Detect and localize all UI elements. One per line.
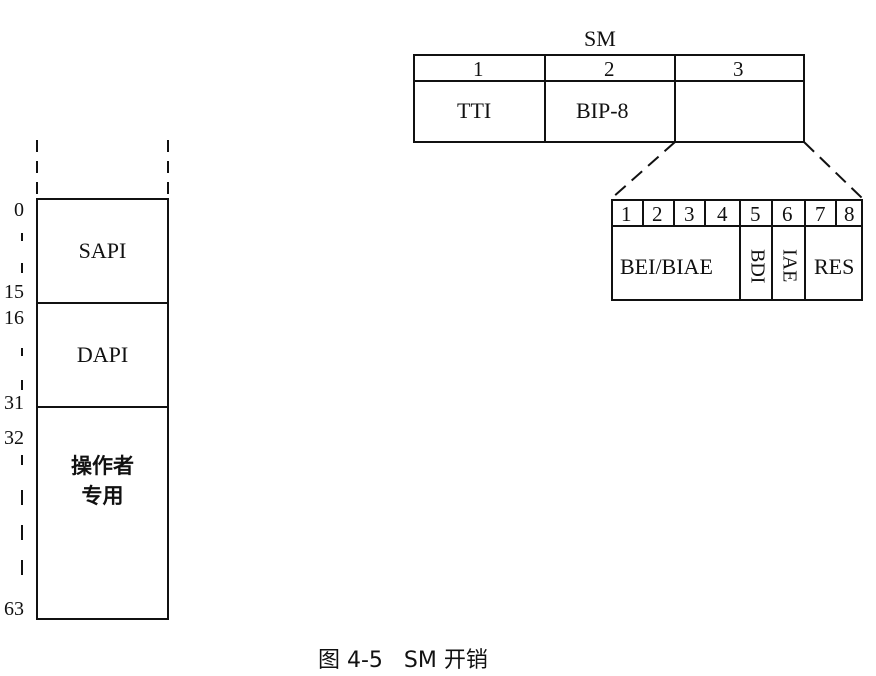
- tti-index-32: 32: [4, 427, 24, 449]
- bit-field-iae-label: IAE: [778, 249, 801, 283]
- tti-segment-dapi-label: DAPI: [76, 342, 129, 367]
- sm-byte-number-1: 1: [473, 57, 484, 81]
- sm-byte-number-3: 3: [733, 57, 744, 81]
- bit-field-res: RES: [814, 254, 855, 279]
- sm-byte-number-2: 2: [604, 57, 615, 81]
- tti-segment-dapi: DAPI: [37, 303, 168, 407]
- tti-segment-operator-label: 操作者 专用: [71, 454, 134, 508]
- bit-table-border: [611, 199, 863, 301]
- expand-line-right: [803, 141, 863, 199]
- bit-number-2: 2: [652, 202, 663, 226]
- tti-segment-sapi: SAPI: [37, 199, 168, 303]
- sm-field-bip8: BIP-8: [576, 98, 629, 123]
- sm-field-tti: TTI: [457, 98, 492, 123]
- tti-index-15: 15: [4, 281, 24, 303]
- sm-title: SM: [584, 26, 616, 51]
- tti-index-31: 31: [4, 392, 24, 414]
- tti-index-16: 16: [4, 307, 24, 329]
- bit-number-1: 1: [621, 202, 632, 226]
- bit-field-iae: IAE: [776, 238, 802, 294]
- sm-table-border: [413, 54, 805, 143]
- tti-index-0: 0: [14, 199, 24, 221]
- bit-number-3: 3: [684, 202, 695, 226]
- bit-number-8: 8: [844, 202, 855, 226]
- bit-field-bdi-label: BDI: [746, 248, 769, 284]
- tti-box-border: [36, 198, 169, 620]
- bit-field-bei-biae: BEI/BIAE: [620, 254, 713, 279]
- bit-number-5: 5: [750, 202, 761, 226]
- figure-caption: 图 4-5 SM 开销: [318, 648, 488, 673]
- bit-field-bdi: BDI: [744, 238, 770, 294]
- bit-number-6: 6: [782, 202, 793, 226]
- tti-segment-operator: 操作者 专用: [37, 407, 168, 619]
- bit-number-7: 7: [815, 202, 826, 226]
- bit-number-4: 4: [717, 202, 728, 226]
- tti-segment-sapi-label: SAPI: [78, 238, 127, 263]
- tti-index-63: 63: [4, 598, 24, 620]
- expand-line-left: [611, 141, 676, 199]
